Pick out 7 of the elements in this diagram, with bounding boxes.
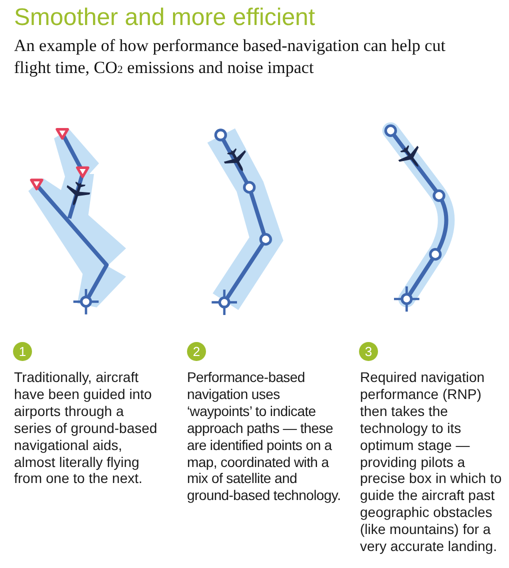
step-description: Required navigation performance (RNP) then takes the technology to its optimum stage — providing pilots a precise box in which to guide the aircraft past geographic obstacles (like mountains) for a very accurate landing.	[360, 369, 503, 555]
step-number: 1	[13, 342, 32, 361]
step-description: Performance-based navigation uses ‘waypoints’ to indicate approach paths — these are identified points on a map, coordinated with a mix of satellite and ground-based technology.	[187, 369, 342, 504]
title: Smoother and more efficient	[14, 4, 316, 32]
step-number: 3	[359, 342, 378, 361]
step-description: Traditionally, aircraft have been guided into airports through a series of ground-based navigational aids, almost literally flying from one to the next.	[14, 369, 158, 488]
step-number: 2	[187, 342, 206, 361]
